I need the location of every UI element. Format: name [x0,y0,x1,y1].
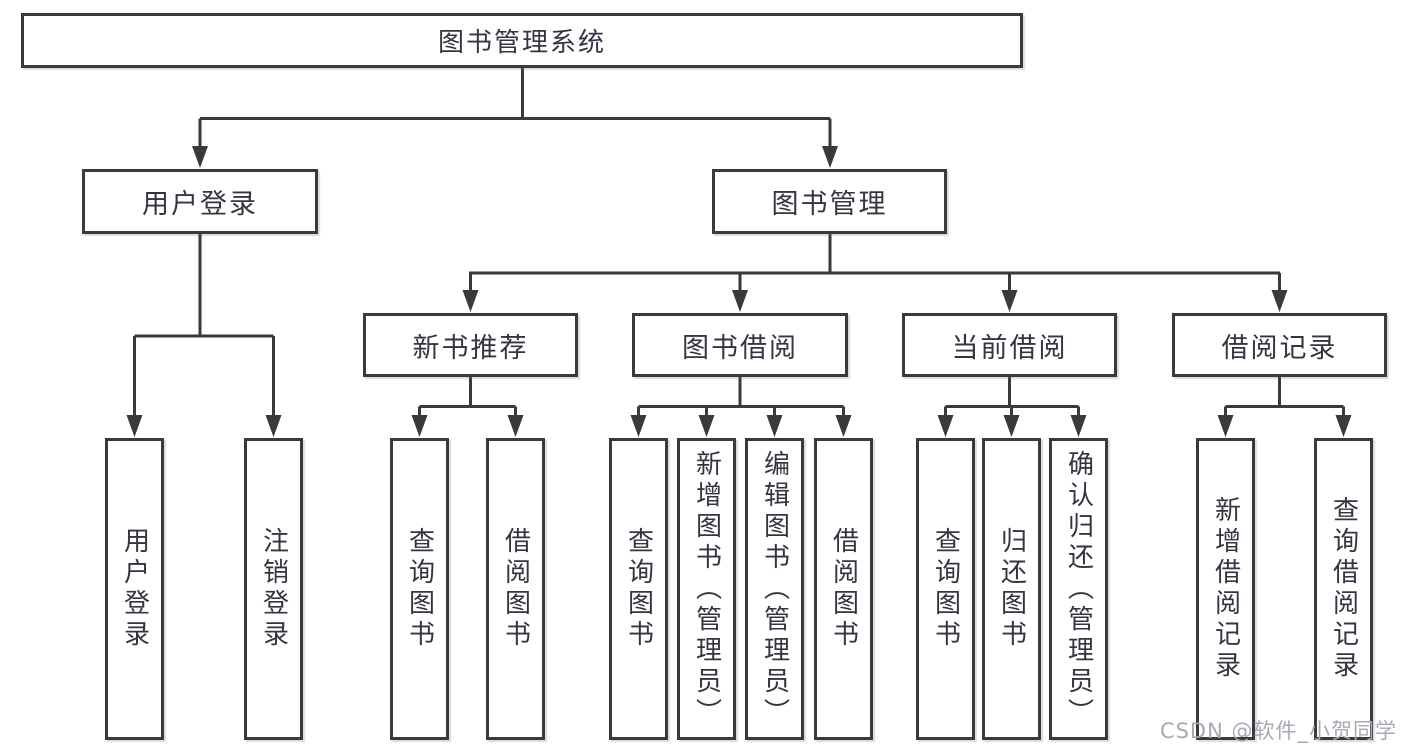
leaf-borrowing-query-books: 查询图书 [609,438,668,740]
arrow-down-icon [507,415,524,437]
csdn-watermark: CSDN @软件_小贺同学 [1159,719,1397,743]
leaf-current-confirm-return-admin: 确认归还（管理员） [1049,438,1108,740]
arrowhead-icons [126,146,1352,437]
leaf-records-add-record: 新增借阅记录 [1196,438,1255,740]
node-label: 注销登录 [258,527,289,651]
node-label: 编辑图书（管理员） [759,449,790,729]
arrow-down-icon [462,290,479,312]
node-current-borrowing: 当前借阅 [902,313,1117,377]
connector-book-borrowing-to-leaves [637,376,845,420]
leaf-user-login: 用户登录 [105,438,164,740]
node-label: 查询借阅记录 [1328,496,1359,682]
arrow-down-icon [822,146,838,168]
leaf-records-query-record: 查询借阅记录 [1314,438,1373,740]
arrow-down-icon [1070,415,1087,437]
arrow-down-icon [630,415,647,437]
node-label: 用户登录 [142,189,258,220]
leaf-current-return-books: 归还图书 [982,438,1041,740]
node-label: 归还图书 [996,527,1027,651]
node-label: 借阅记录 [1221,332,1338,364]
leaf-recommend-query-books: 查询图书 [390,438,449,740]
node-label: 新增图书（管理员） [691,449,722,729]
arrow-down-icon [411,415,428,437]
leaf-recommend-borrow-books: 借阅图书 [486,438,545,740]
node-label: 借阅图书 [828,527,859,651]
node-user-login: 用户登录 [82,169,318,234]
arrow-down-icon [192,146,208,168]
node-borrowing-records: 借阅记录 [1172,313,1387,377]
leaf-borrowing-add-books-admin: 新增图书（管理员） [677,438,736,740]
arrow-down-icon [1271,290,1288,312]
arrow-down-icon [126,415,143,437]
node-label: 图书借阅 [682,332,798,364]
arrow-down-icon [1003,415,1020,437]
arrow-down-icon [1335,415,1352,437]
node-label: 查询图书 [930,527,961,651]
connector-borrowing-records-to-leaves [1224,376,1345,420]
arrow-down-icon [698,415,715,437]
node-label: 借阅图书 [500,527,531,651]
node-label: 查询图书 [623,527,654,651]
arrow-down-icon [732,290,748,312]
connector-book-management-to-mids [469,233,1281,295]
node-label: 查询图书 [404,527,435,651]
arrow-down-icon [1001,290,1018,312]
leaf-borrowing-edit-books-admin: 编辑图书（管理员） [745,438,804,740]
connector-current-borrowing-to-leaves [944,376,1080,420]
connector-new-book-to-leaves [418,376,517,420]
arrow-down-icon [766,415,783,437]
node-label: 图书管理系统 [437,28,606,58]
node-book-borrowing: 图书借阅 [632,313,848,377]
node-label: 图书管理 [771,189,888,220]
node-new-book-recommendation: 新书推荐 [363,313,578,377]
node-label: 新书推荐 [412,332,529,364]
arrow-down-icon [937,415,954,437]
arrow-down-icon [265,415,282,437]
node-book-management: 图书管理 [712,169,947,234]
leaf-current-query-books: 查询图书 [916,438,975,740]
leaf-logout: 注销登录 [244,438,303,740]
node-label: 用户登录 [119,527,150,651]
leaf-borrowing-borrow-books: 借阅图书 [814,438,873,740]
arrow-down-icon [1217,415,1234,437]
node-library-management-system: 图书管理系统 [21,13,1023,68]
node-label: 当前借阅 [951,332,1068,364]
arrow-down-icon [835,415,852,437]
connector-root-to-level1 [198,67,832,150]
node-label: 新增借阅记录 [1210,496,1241,682]
connector-user-login-to-leaves [133,233,275,420]
node-label: 确认归还（管理员） [1063,449,1094,729]
